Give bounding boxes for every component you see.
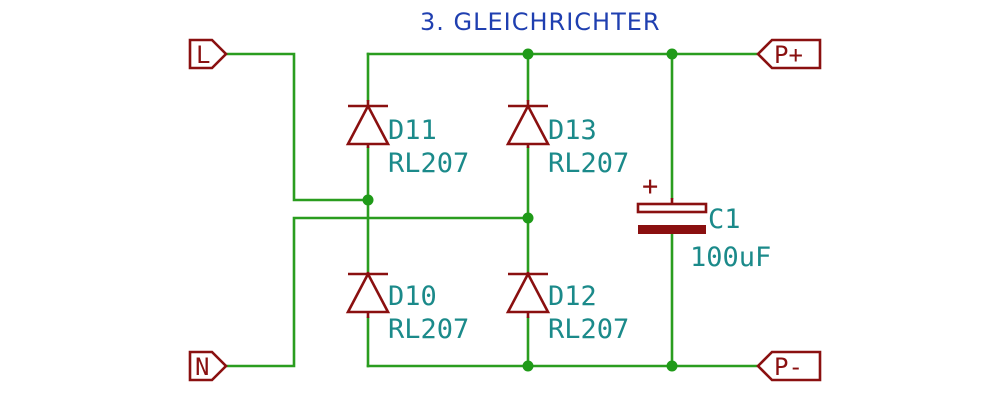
d10-reference: D10: [388, 281, 437, 312]
port-l-label: L: [196, 41, 210, 69]
diode-d11-symbol: [345, 100, 391, 148]
junction-dot: [666, 48, 678, 60]
wire-l-input: [224, 52, 370, 202]
sheet-title: 3. GLEICHRICHTER: [420, 8, 661, 36]
port-p-plus-label: P+: [774, 41, 803, 69]
capacitor-c1-symbol: +: [636, 171, 708, 234]
component-labels: D11 RL207 D13 RL207 D10 RL207 D12 RL207 …: [388, 115, 771, 345]
d12-reference: D12: [548, 281, 597, 312]
diode-d13-symbol: [505, 100, 551, 148]
port-shape: [756, 350, 822, 382]
port-shape: [188, 38, 228, 70]
capacitor-polarity-mark: +: [642, 171, 658, 202]
port-l: L: [188, 38, 228, 70]
diode-triangle: [345, 271, 391, 314]
wires: [224, 52, 760, 368]
d13-reference: D13: [548, 115, 597, 146]
d13-value: RL207: [548, 148, 629, 179]
diode-triangle: [505, 271, 551, 314]
port-n-label: N: [195, 353, 209, 381]
diode-triangle: [345, 103, 391, 146]
capacitor-plate-positive: [636, 202, 708, 214]
port-p-minus: P-: [756, 350, 822, 382]
junction-dot: [522, 212, 534, 224]
junction-dot: [522, 360, 534, 372]
diode-d10-symbol: [345, 271, 391, 318]
diode-triangle: [505, 103, 551, 146]
port-p-minus-label: P-: [774, 353, 803, 381]
port-shape: [756, 38, 822, 70]
port-shape: [188, 350, 228, 382]
d12-value: RL207: [548, 314, 629, 345]
d11-reference: D11: [388, 115, 437, 146]
junction-dot: [522, 48, 534, 60]
c1-value: 100uF: [690, 242, 771, 273]
junction-dot: [666, 360, 678, 372]
capacitor-plate-negative: [638, 225, 706, 234]
diode-d12-symbol: [505, 271, 551, 318]
port-p-plus: P+: [756, 38, 822, 70]
d11-value: RL207: [388, 148, 469, 179]
junction-dot: [362, 194, 374, 206]
junctions: [362, 48, 678, 372]
d10-value: RL207: [388, 314, 469, 345]
c1-reference: C1: [708, 204, 741, 235]
port-n: N: [188, 350, 228, 382]
wire-n-input: [224, 216, 530, 368]
